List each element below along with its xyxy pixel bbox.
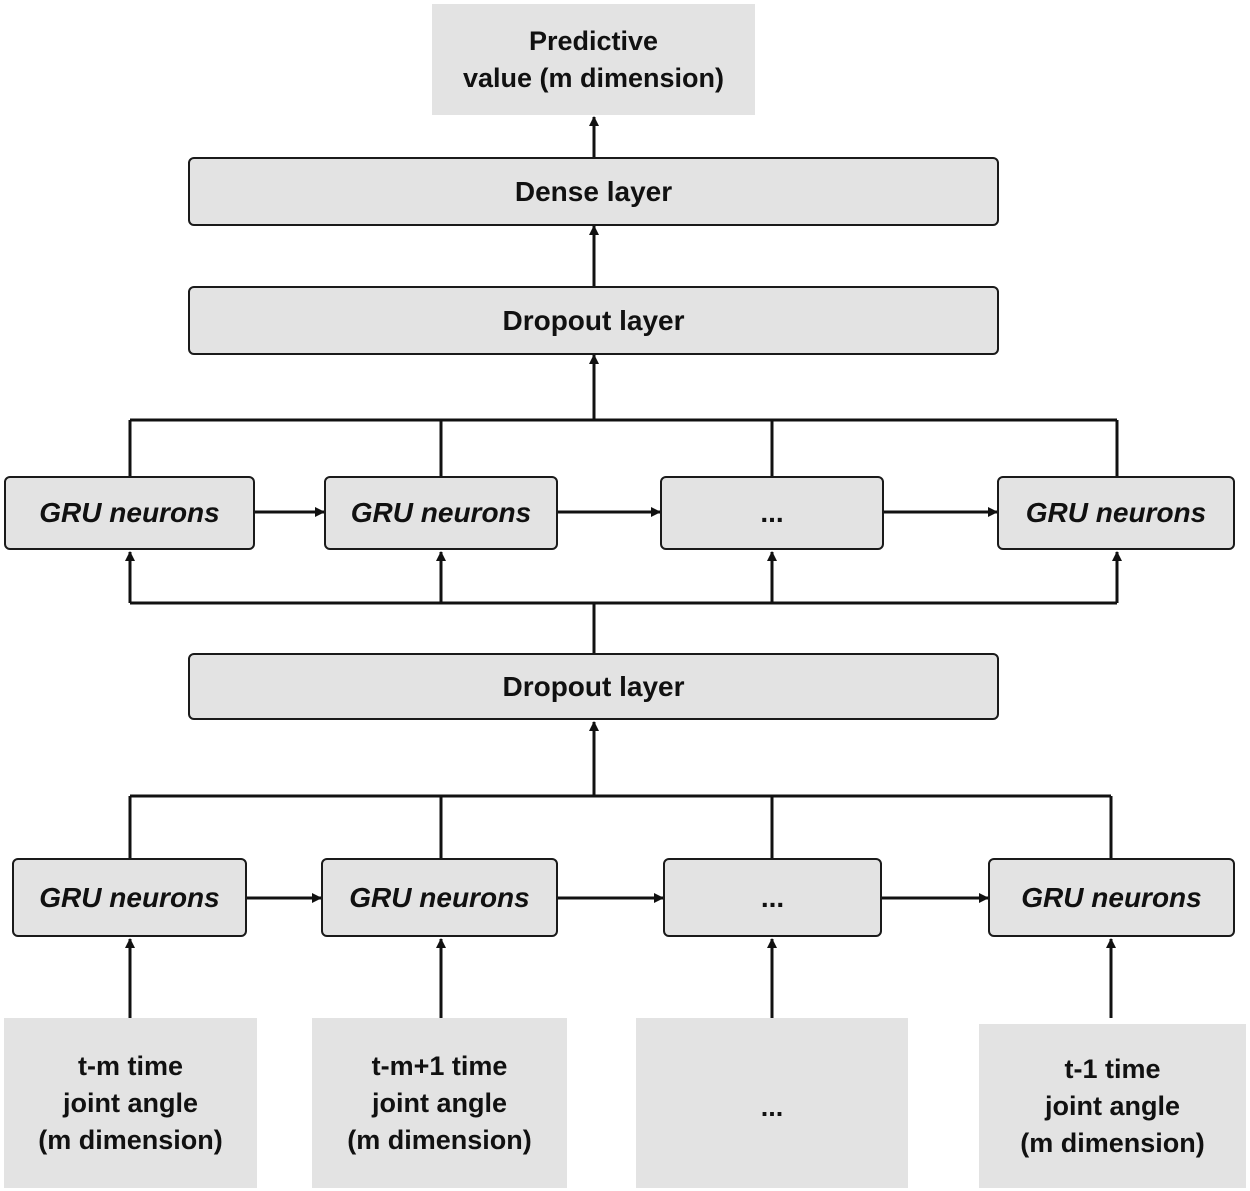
gru-lower-ellipsis: ... xyxy=(663,858,882,937)
gru-upper-1-label: GRU neurons xyxy=(39,497,220,528)
output-box: Predictive value (m dimension) xyxy=(432,4,755,115)
input-4-line-2: joint angle xyxy=(1045,1090,1180,1121)
dropout-layer-top-box: Dropout layer xyxy=(188,286,999,355)
output-line-2: value (m dimension) xyxy=(462,62,725,93)
input-1-line-1: t-m time xyxy=(77,1050,183,1081)
input-1-line-2: joint angle xyxy=(63,1087,198,1118)
input-box-2: t-m+1 time joint angle (m dimension) xyxy=(312,1018,567,1188)
input-box-ellipsis: ... xyxy=(636,1018,908,1188)
gru-upper-2: GRU neurons xyxy=(324,476,558,550)
dense-layer-label: Dense layer xyxy=(514,175,673,207)
input-4-line-3: (m dimension) xyxy=(1020,1127,1205,1158)
input-box-4: t-1 time joint angle (m dimension) xyxy=(979,1024,1246,1188)
gru-lower-2: GRU neurons xyxy=(321,858,558,937)
input-2-line-2: joint angle xyxy=(372,1087,507,1118)
gru-upper-1: GRU neurons xyxy=(4,476,255,550)
input-2-line-1: t-m+1 time xyxy=(371,1050,508,1081)
gru-lower-4-label: GRU neurons xyxy=(1021,881,1202,913)
gru-upper-ellipsis: ... xyxy=(660,476,884,550)
dense-layer-box: Dense layer xyxy=(188,157,999,226)
gru-lower-3-label: ... xyxy=(760,881,785,913)
gru-upper-3-label: ... xyxy=(760,497,784,528)
input-1-line-3: (m dimension) xyxy=(38,1124,223,1155)
output-line-1: Predictive xyxy=(528,25,659,56)
input-3-line-1: ... xyxy=(760,1091,784,1122)
input-2-line-3: (m dimension) xyxy=(347,1124,532,1155)
input-4-line-1: t-1 time xyxy=(1064,1053,1161,1084)
gru-upper-2-label: GRU neurons xyxy=(350,497,532,528)
dropout-layer-bottom-label: Dropout layer xyxy=(502,670,685,702)
gru-lower-1-label: GRU neurons xyxy=(39,881,220,913)
gru-upper-4-label: GRU neurons xyxy=(1025,497,1207,528)
gru-lower-1: GRU neurons xyxy=(12,858,247,937)
gru-upper-4: GRU neurons xyxy=(997,476,1235,550)
dropout-layer-bottom-box: Dropout layer xyxy=(188,653,999,720)
gru-lower-4: GRU neurons xyxy=(988,858,1235,937)
input-box-1: t-m time joint angle (m dimension) xyxy=(4,1018,257,1188)
gru-lower-2-label: GRU neurons xyxy=(349,881,530,913)
dropout-layer-top-label: Dropout layer xyxy=(502,304,685,336)
